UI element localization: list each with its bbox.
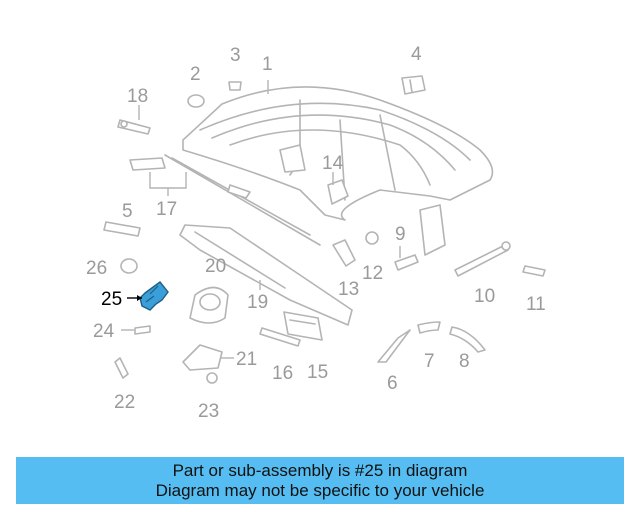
callout-19: 19 <box>247 292 268 313</box>
callout-20: 20 <box>205 256 226 277</box>
part-23-washer <box>206 372 218 384</box>
part-3-cap <box>228 81 242 91</box>
part-8-trim-strip <box>449 326 486 353</box>
part-26-grommet <box>120 258 138 274</box>
part-5-clip <box>103 221 141 237</box>
callout-13: 13 <box>338 279 359 300</box>
part-9-bolt <box>394 254 419 271</box>
callout-10: 10 <box>474 286 495 307</box>
part-14-trim <box>327 179 349 205</box>
callout-17: 17 <box>156 199 177 220</box>
banner-line-1: Part or sub-assembly is #25 in diagram <box>172 460 468 480</box>
info-banner: Part or sub-assembly is #25 in diagram D… <box>16 457 624 504</box>
callout-25[interactable]: 25 <box>101 289 122 310</box>
part-11-ball-stud <box>522 265 546 277</box>
part-20-cover <box>189 286 229 324</box>
part-25-highlighted[interactable] <box>139 281 169 311</box>
part-4-latch <box>401 75 426 95</box>
part-12-nut <box>365 231 379 245</box>
callout-15: 15 <box>307 362 328 383</box>
callout-26: 26 <box>86 258 107 279</box>
callout-1: 1 <box>262 54 273 75</box>
callout-24: 24 <box>93 321 115 342</box>
part-2-knob <box>187 94 205 108</box>
part-15-bracket <box>283 311 323 341</box>
part-16-mount <box>259 327 301 347</box>
callout-5: 5 <box>122 201 133 222</box>
part-18-bracket <box>117 119 151 135</box>
part-7-trim-strip <box>417 321 441 334</box>
callout-6: 6 <box>387 373 398 394</box>
callout-3: 3 <box>230 45 241 66</box>
callout-2: 2 <box>190 64 201 85</box>
part-10-gas-strut <box>454 241 511 277</box>
callout-16: 16 <box>272 363 293 384</box>
callout-23: 23 <box>198 401 219 422</box>
callout-4: 4 <box>411 44 422 65</box>
part-13-bumper <box>332 239 356 267</box>
callout-22: 22 <box>114 392 135 413</box>
part-22-bolt <box>114 357 129 379</box>
part-24-screw <box>134 325 151 335</box>
callout-12: 12 <box>362 263 383 284</box>
part-17-cable-end <box>227 184 251 199</box>
callout-21: 21 <box>236 349 257 370</box>
banner-line-2: Diagram may not be specific to your vehi… <box>155 480 485 500</box>
callout-8: 8 <box>459 351 470 372</box>
part-6-trim-strip <box>377 329 411 363</box>
part-convertible-top-frame <box>182 86 494 256</box>
callout-18: 18 <box>127 86 148 107</box>
part-21-housing <box>182 344 223 371</box>
callout-11: 11 <box>526 294 546 315</box>
callout-14: 14 <box>322 153 344 174</box>
part-19-seal-strip <box>179 224 353 326</box>
callout-9: 9 <box>395 224 406 245</box>
parts-diagram: 1 2 3 4 5 6 7 8 9 10 11 12 13 14 15 16 1… <box>86 44 546 422</box>
callout-7: 7 <box>424 351 435 372</box>
